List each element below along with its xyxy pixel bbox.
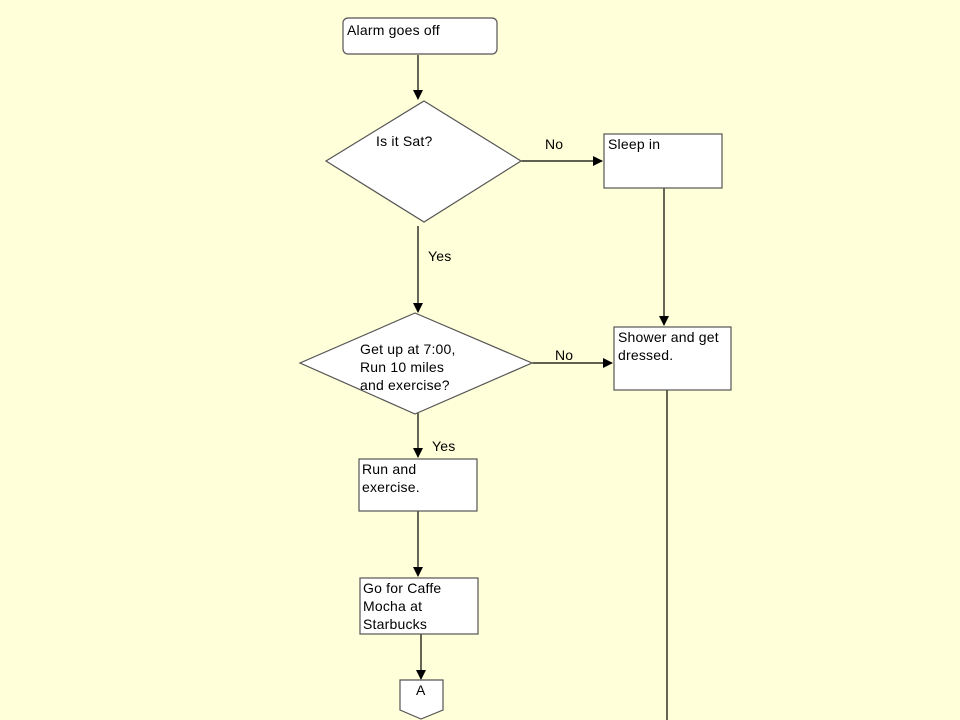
edge-label-sat-no: No (545, 136, 563, 152)
node-caffe-line-3: Starbucks (363, 616, 427, 632)
node-connector: A (399, 679, 444, 720)
svg-text:Alarm goes off: Alarm goes off (347, 22, 440, 38)
svg-text:Is it Sat?: Is it Sat? (376, 133, 432, 149)
decision-diamond (324, 100, 523, 223)
node-run: Run and exercise. (358, 458, 478, 512)
node-caffe-line-1: Go for Caffe (363, 580, 441, 596)
node-alarm-line-1: Alarm goes off (347, 22, 440, 38)
svg-text:Run and exercise.: Run and exercise. (362, 461, 420, 495)
node-connector-line-1: A (416, 682, 426, 698)
node-get-up-line-3: and exercise? (360, 377, 450, 393)
svg-text:A: A (416, 682, 426, 698)
edge-label-getup-no: No (555, 347, 573, 363)
off-page-connector (399, 679, 444, 720)
node-get-up-line-2: Run 10 miles (360, 359, 444, 375)
svg-text:Shower and get dressed.: Shower and get dressed. (618, 329, 723, 363)
node-sleep-in-line-1: Sleep in (608, 136, 660, 152)
process-box (613, 326, 732, 391)
node-shower-line-2: dressed. (618, 347, 673, 363)
process-box (342, 17, 498, 55)
svg-text:Go for Caffe Mocha at: Go for Caffe Mocha at Starbucks (363, 580, 446, 632)
node-get-up: Get up at 7:00, Run 10 miles and exercis… (298, 312, 534, 415)
node-is-sat: Is it Sat? (324, 100, 523, 223)
node-caffe: Go for Caffe Mocha at Starbucks (359, 577, 479, 635)
node-get-up-line-1: Get up at 7:00, (360, 341, 456, 357)
node-shower-line-1: Shower and get (618, 329, 719, 345)
node-shower: Shower and get dressed. (613, 326, 732, 391)
node-alarm: Alarm goes off (342, 17, 498, 55)
edge-label-getup-yes: Yes (432, 438, 455, 454)
node-sleep-in: Sleep in (603, 133, 723, 189)
process-box (603, 133, 723, 189)
process-box (359, 577, 479, 635)
process-box (358, 458, 478, 512)
edge-label-sat-yes: Yes (428, 248, 451, 264)
svg-text:Get up at 7:00, Run 10 m: Get up at 7:00, Run 10 miles and exercis… (360, 341, 460, 393)
svg-text:Sleep in: Sleep in (608, 136, 660, 152)
node-caffe-line-2: Mocha at (363, 598, 422, 614)
node-run-line-1: Run and (362, 461, 416, 477)
node-is-sat-line-1: Is it Sat? (376, 133, 432, 149)
node-run-line-2: exercise. (362, 479, 420, 495)
decision-diamond (298, 312, 534, 415)
